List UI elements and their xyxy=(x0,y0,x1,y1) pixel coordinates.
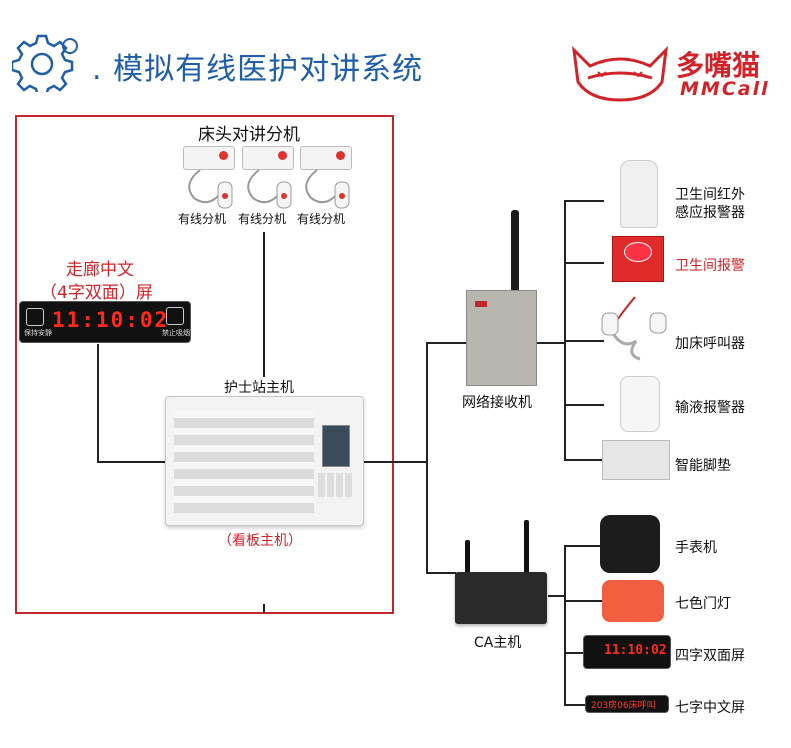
extra-bed-caller-device xyxy=(601,296,667,361)
ca-antenna-right-icon xyxy=(524,520,529,574)
ca-host-box xyxy=(455,572,547,624)
branch-6 xyxy=(564,545,602,547)
branch-3 xyxy=(564,340,604,342)
infusion-alarm-device xyxy=(620,376,660,432)
branch-5 xyxy=(564,459,604,461)
brand-english: MMCall xyxy=(680,78,770,100)
trunk-line xyxy=(426,342,428,573)
infrared-sensor-device xyxy=(620,160,658,228)
bedside-unit-label: 有线分机 xyxy=(238,212,287,226)
top-bus xyxy=(564,200,566,460)
branch-7 xyxy=(564,600,602,602)
handset-cord-icon xyxy=(305,169,350,209)
host-screen xyxy=(322,425,350,467)
nurse-station-host xyxy=(165,396,364,526)
corridor-right-text: 禁止吸烟 xyxy=(162,329,190,337)
bedside-link-line xyxy=(263,232,265,377)
corridor-left-text: 保持安静 xyxy=(24,329,52,337)
receiver-link xyxy=(426,342,466,344)
network-receiver-label: 网络接收机 xyxy=(462,395,532,411)
device-label: 卫生间红外 xyxy=(675,187,745,203)
quiet-sign-icon xyxy=(26,308,44,326)
seven-char-display xyxy=(586,696,668,712)
host-link-h xyxy=(362,461,427,463)
receiver-antenna-icon xyxy=(511,210,519,292)
branch-4 xyxy=(564,404,604,406)
bedside-unit-label: 有线分机 xyxy=(178,212,227,226)
handset-cord-icon xyxy=(188,169,233,209)
frame-tick xyxy=(263,604,265,613)
sos-button-icon xyxy=(624,242,652,262)
corridor-link-h xyxy=(97,461,165,463)
device-label: 七字中文屏 xyxy=(675,700,745,716)
bedside-title: 床头对讲分机 xyxy=(198,125,300,145)
wired-system-frame xyxy=(15,115,394,614)
nurse-station-label: 护士站主机 xyxy=(224,380,294,396)
cat-logo-icon xyxy=(571,45,669,102)
nurse-station-sublabel: （看板主机） xyxy=(218,533,302,549)
four-char-display-time: 11:10:02 xyxy=(604,643,667,658)
device-label: 手表机 xyxy=(675,540,717,556)
device-label: 加床呼叫器 xyxy=(675,336,745,352)
device-label: 输液报警器 xyxy=(675,400,745,416)
corridor-link-v xyxy=(97,344,99,461)
device-label: 卫生间报警 xyxy=(675,258,745,274)
no-smoking-icon xyxy=(166,307,184,325)
branch-8 xyxy=(564,652,584,654)
device-label: 智能脚垫 xyxy=(675,458,731,474)
smart-footpad-device xyxy=(602,440,670,480)
corridor-display xyxy=(20,302,190,342)
receiver-badge xyxy=(475,301,487,307)
seven-char-ticker: 203房06床呼叫 xyxy=(591,701,656,711)
device-label: 感应报警器 xyxy=(675,205,745,221)
corridor-time: 11:10:02 xyxy=(52,308,170,332)
corridor-label-line1: 走廊中文 xyxy=(66,260,134,280)
ca-antenna-left-icon xyxy=(465,540,470,574)
bed-key-grid xyxy=(174,411,314,513)
host-keypad xyxy=(318,473,352,497)
branch-9 xyxy=(564,704,586,706)
bedside-unit-label: 有线分机 xyxy=(297,212,346,226)
handset-cord-icon xyxy=(247,169,292,209)
gear-icon xyxy=(12,34,78,92)
brand-name: 多嘴猫 xyxy=(676,49,761,82)
call-button-icon xyxy=(219,151,228,160)
device-label: 七色门灯 xyxy=(675,596,731,612)
branch-1 xyxy=(564,200,604,202)
ca-link xyxy=(426,572,456,574)
ca-bus-link xyxy=(548,595,566,597)
four-char-display xyxy=(584,636,670,668)
receiver-bus-link xyxy=(535,342,565,344)
call-button-icon xyxy=(336,151,345,160)
watch-device xyxy=(600,515,660,573)
corridor-label-line2: （4字双面）屏 xyxy=(40,283,153,303)
device-label: 四字双面屏 xyxy=(675,648,745,664)
page-title: . 模拟有线医护对讲系统 xyxy=(92,52,424,87)
bottom-bus xyxy=(564,545,566,705)
call-button-icon xyxy=(278,151,287,160)
ca-host-label: CA主机 xyxy=(474,635,522,651)
door-light-device xyxy=(602,580,664,622)
branch-2 xyxy=(564,262,604,264)
network-receiver-box xyxy=(466,290,537,386)
